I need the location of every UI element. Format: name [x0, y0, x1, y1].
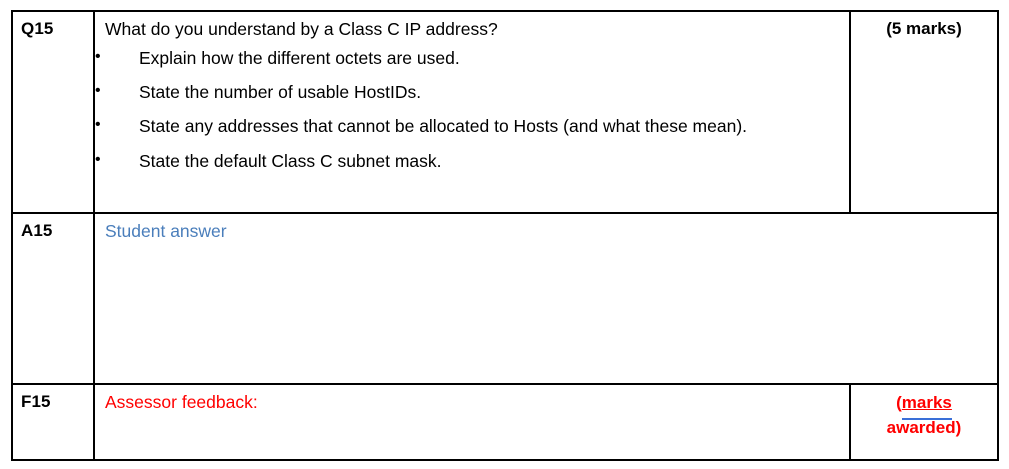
cell-answer-body[interactable]: Student answer: [93, 212, 999, 385]
bullet-dot-icon: •: [95, 47, 101, 65]
bullet-dot-icon: •: [95, 82, 101, 100]
table-row-answer: A15 Student answer: [11, 212, 999, 385]
list-item: • State any addresses that cannot be all…: [95, 109, 849, 143]
marks-awarded-open-paren: (: [896, 393, 902, 412]
list-item: • State the number of usable HostIDs.: [95, 75, 849, 109]
answer-code-label: A15: [21, 221, 53, 240]
bullet-dot-icon: •: [95, 116, 101, 134]
question-code-label: Q15: [21, 19, 54, 38]
assessor-feedback-field[interactable]: Assessor feedback:: [105, 392, 258, 412]
cell-question-code: Q15: [11, 10, 95, 214]
cell-marks-awarded[interactable]: (marks awarded): [849, 383, 999, 461]
list-item-label: State the default Class C subnet mask.: [139, 150, 442, 171]
assessment-question-table: Q15 What do you understand by a Class C …: [11, 10, 999, 461]
table-row-feedback: F15 Assessor feedback: (marks awarded): [11, 383, 999, 461]
question-stem-text: What do you understand by a Class C IP a…: [105, 19, 498, 39]
question-bullet-list: • Explain how the different octets are u…: [95, 41, 849, 178]
cell-answer-code: A15: [11, 212, 95, 385]
list-item-label: State the number of usable HostIDs.: [139, 82, 422, 103]
marks-awarded-word-marks: marks: [901, 391, 953, 420]
marks-available-label: (5 marks): [886, 19, 962, 38]
list-item-label: State any addresses that cannot be alloc…: [139, 116, 748, 137]
table-row-question: Q15 What do you understand by a Class C …: [11, 10, 999, 214]
list-item: • Explain how the different octets are u…: [95, 41, 849, 75]
list-item-label: Explain how the different octets are use…: [139, 47, 460, 68]
marks-awarded-field[interactable]: (marks awarded): [851, 385, 997, 440]
student-answer-field[interactable]: Student answer: [105, 221, 227, 241]
list-item: • State the default Class C subnet mask.: [95, 144, 849, 178]
feedback-code-label: F15: [21, 392, 51, 411]
cell-question-body: What do you understand by a Class C IP a…: [93, 10, 851, 214]
marks-awarded-word-awarded: awarded): [886, 417, 962, 437]
cell-feedback-code: F15: [11, 383, 95, 461]
cell-feedback-body[interactable]: Assessor feedback:: [93, 383, 851, 461]
cell-question-marks: (5 marks): [849, 10, 999, 214]
bullet-dot-icon: •: [95, 150, 101, 168]
